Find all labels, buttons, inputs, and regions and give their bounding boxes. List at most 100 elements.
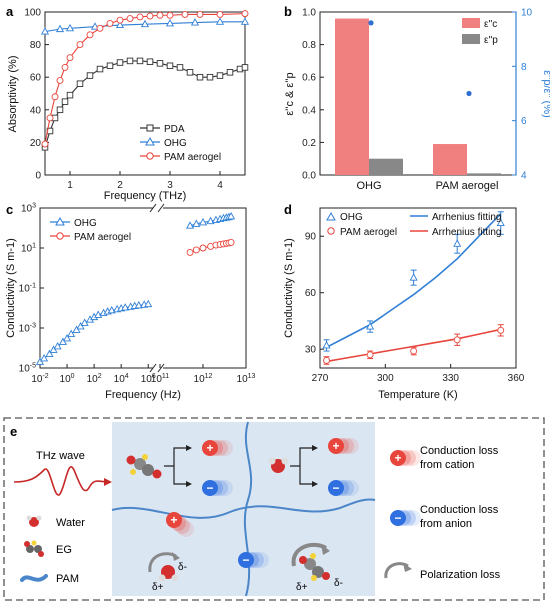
data-point	[192, 246, 200, 254]
data-point	[192, 219, 201, 227]
data-point	[240, 17, 250, 25]
y-tick-label: 60	[30, 73, 42, 84]
panel-e-dashed-frame	[3, 417, 545, 601]
panel-b-ylabel-right: ε''p/ε'' (%)	[541, 70, 550, 118]
data-point	[121, 303, 130, 311]
data-point	[166, 11, 174, 19]
data-point	[86, 72, 94, 79]
data-point	[496, 218, 505, 227]
break-mark-top-1	[149, 203, 157, 213]
cation-ion-icon-trail	[178, 521, 194, 537]
panel-b-letter: b	[284, 4, 292, 19]
tick-label: 100	[60, 373, 75, 385]
data-point	[53, 341, 62, 350]
data-point	[165, 18, 175, 27]
tick-label: 104	[114, 373, 129, 385]
anion-ion-icon	[202, 480, 218, 496]
anion-ion-icon	[328, 480, 344, 496]
data-point	[126, 15, 134, 22]
panel-c-letter: c	[6, 202, 13, 217]
legend-anion-icon-sign: −	[394, 511, 401, 525]
y-tick-label: 20	[30, 138, 42, 149]
data-point	[55, 24, 65, 33]
panel-a-ylabel: Absorptivity (%)	[7, 55, 19, 132]
panel-d-letter: d	[284, 202, 292, 217]
data-point	[106, 19, 114, 27]
panel-d-series	[322, 211, 505, 365]
data-point	[322, 340, 331, 349]
cation-ion-icon-sign: +	[170, 513, 177, 527]
break-gap-top	[153, 204, 163, 212]
panel-b-legend: ε''c ε''p	[462, 18, 498, 46]
data-point	[58, 337, 68, 345]
break-gap-bottom	[153, 364, 163, 372]
thz-arrow-head-icon	[104, 478, 112, 486]
data-point	[198, 217, 208, 226]
legend-ohg-label: OHG	[164, 138, 187, 149]
cation-ion-icon-trail	[343, 438, 359, 454]
y-tick-label: 60	[305, 288, 317, 299]
anion-ion-icon-trail	[343, 480, 359, 496]
x-tick-label: 270	[312, 373, 329, 384]
data-point	[146, 12, 154, 20]
data-point	[96, 24, 104, 32]
y-tick-left-label: 0.8	[302, 40, 316, 51]
y-tick-label: 103	[21, 203, 36, 215]
eg-arrow-up-head-icon	[186, 445, 192, 451]
data-point	[497, 326, 505, 334]
y-tick-label: 100	[24, 8, 41, 19]
panel-e: e THz wave Water EG PAM	[3, 417, 545, 601]
y-tick-right-label: 6	[521, 116, 527, 127]
legend-ec-swatch	[462, 18, 480, 28]
legend-d-pam-marker	[327, 227, 335, 235]
data-point	[196, 10, 204, 18]
legend-c-ohg-label: OHG	[74, 218, 97, 229]
data-point	[61, 98, 69, 105]
data-point	[76, 80, 84, 87]
data-point	[186, 248, 194, 256]
panel-b-bars	[335, 18, 501, 175]
anion-ion-icon-trail	[253, 552, 269, 568]
cation-ion-icon	[328, 438, 344, 454]
data-point	[61, 63, 69, 71]
y-tick-label: 10-5	[19, 363, 36, 375]
pam-legend-icon	[20, 574, 48, 582]
data-point	[72, 325, 81, 333]
legend-d-fit-pam-label: Arrhenius fitting	[432, 227, 501, 238]
cation-ion-icon-trail	[217, 440, 233, 456]
series-line-pam-aerogel	[44, 13, 246, 145]
water-branch-arrows	[290, 447, 314, 485]
data-point	[41, 140, 49, 148]
legend-ohg-marker	[145, 136, 155, 146]
tick-label: 106	[141, 373, 156, 385]
data-point	[76, 41, 84, 49]
panel-c: c Conductivity (S m-1) Frequency (Hz) 10…	[5, 202, 256, 401]
legend-c-pam-marker	[56, 232, 64, 240]
data-point	[49, 345, 58, 353]
polarization-eg-icon	[291, 542, 330, 581]
data-point	[216, 72, 224, 79]
legend-pam-label: PAM aerogel	[164, 152, 221, 163]
data-point	[196, 73, 204, 81]
data-point	[366, 322, 375, 330]
legend-ep-swatch	[462, 34, 480, 44]
anion-ion-icon	[238, 552, 254, 568]
legend-cation-icon-trail	[405, 450, 421, 466]
panel-c-legend: OHG PAM aerogel	[50, 216, 131, 243]
panel-d-ylabel: Conductivity (S m-1)	[283, 238, 295, 338]
data-point	[140, 19, 150, 28]
data-point	[62, 334, 72, 342]
legend-pam-marker	[146, 152, 154, 160]
anion-label-line1: Conduction loss	[420, 504, 499, 516]
water-arrow-down-head-icon	[312, 481, 318, 487]
tick-label: 10-2	[31, 373, 48, 385]
legend-anion-icon-trail	[405, 510, 421, 526]
data-point	[116, 59, 124, 66]
polarization-water-icon	[148, 552, 180, 582]
y-tick-left-label: 0.4	[302, 105, 316, 116]
ratio-point	[368, 20, 374, 26]
data-point	[56, 106, 64, 114]
panel-a-series	[40, 10, 250, 151]
panel-d-xlabel: Temperature (K)	[378, 389, 457, 401]
